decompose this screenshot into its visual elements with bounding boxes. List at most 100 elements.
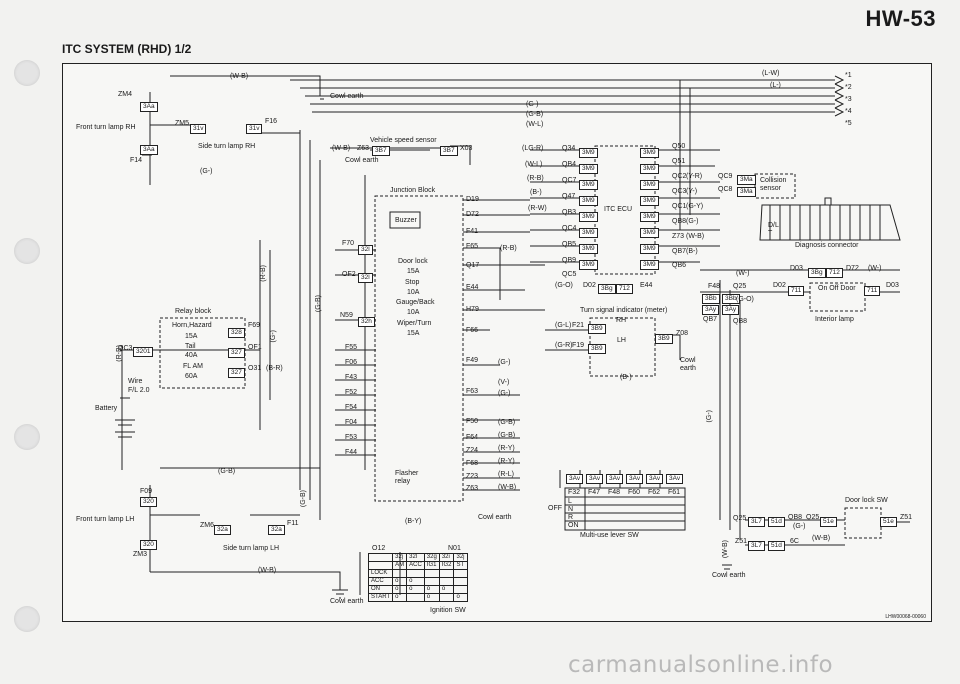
ign-pin: 32j: [453, 553, 468, 562]
connector-label: ZM3: [133, 551, 147, 558]
connector-label: D03: [886, 282, 899, 289]
connector-label: QB7: [703, 316, 718, 323]
connector-label: F54: [345, 404, 358, 411]
lever-position: ON: [568, 522, 579, 529]
wire-color: (B-Y): [405, 518, 422, 525]
fuse-rating: 15A: [407, 330, 420, 337]
reference-code: LHW00068-00060: [885, 614, 926, 620]
connector-label: OF2: [342, 271, 356, 278]
pin-box: 320: [140, 497, 157, 507]
wire-color: (R-Y): [498, 445, 515, 452]
wire-color: (W-B): [258, 567, 277, 574]
fuse-wiper-turn: Wiper/Turn: [397, 320, 432, 327]
wire-color: (G-): [706, 410, 713, 423]
lever-pin: F62: [648, 489, 661, 496]
page-number: HW-53: [865, 6, 936, 31]
wire-color: (W-B): [332, 145, 351, 152]
continuation-marker: *5: [845, 120, 852, 127]
lever-pin: F61: [668, 489, 681, 496]
ign-pin: 32i: [438, 553, 455, 562]
pin-box: 3M9: [640, 180, 659, 190]
connector-label: QC3: [118, 345, 133, 352]
cowl-earth-label: Cowl earth: [712, 572, 746, 579]
connector-label: F19: [572, 342, 585, 349]
wire-color: (G-B): [218, 468, 236, 475]
wire-color: (B-): [620, 374, 632, 381]
pin-box: 3M9: [640, 260, 659, 270]
connector-label: F52: [345, 389, 358, 396]
side-turn-lamp-rh: Side turn lamp RH: [198, 143, 256, 150]
continuation-marker: *2: [845, 84, 852, 91]
connector-label: N59: [340, 312, 353, 319]
wire-color: (R-B): [260, 265, 267, 282]
wire-color: (G-B): [315, 295, 322, 313]
connector-label: D72: [466, 211, 479, 218]
wire-color: (G-O): [736, 296, 754, 303]
pin-box: 3B9: [588, 344, 606, 354]
fuse-gauge-back: Gauge/Back: [396, 299, 435, 306]
pin-box: 3Bg: [598, 284, 616, 294]
pin-box: 3M9: [579, 260, 598, 270]
battery: Battery: [95, 405, 118, 412]
watermark: carmanualsonline.info: [568, 652, 834, 678]
lever-pin: F60: [628, 489, 641, 496]
connector-label: F48: [708, 283, 721, 290]
wire-color: (G-): [270, 330, 277, 343]
pin-box: 3M9: [579, 164, 598, 174]
connector-label: F53: [345, 434, 358, 441]
multi-use-lever-sw: Multi-use lever SW: [580, 532, 639, 539]
connector-label: D03: [790, 265, 803, 272]
connector-label: Q25: [806, 514, 820, 521]
binder-hole: [14, 424, 40, 450]
pin-box: 712: [826, 268, 843, 278]
wire-color: (W-B): [230, 73, 249, 80]
pin-box: 3Aa: [140, 102, 158, 112]
continuation-marker: *3: [845, 96, 852, 103]
ignition-sw-table: 32j 32l 32g 32i 32j AM ACC IG1 IG2 ST LO…: [367, 553, 468, 602]
wire-color: (G-R): [555, 342, 573, 349]
wire-color: (R-L): [498, 471, 514, 478]
connector-label: F44: [345, 449, 358, 456]
indicator-rh: RH: [616, 317, 627, 324]
pin-box: 32a: [268, 525, 285, 535]
pin-box: 3M9: [640, 164, 659, 174]
binder-hole: [14, 606, 40, 632]
connector-label: F43: [345, 374, 358, 381]
wire-color: (W-): [736, 270, 750, 277]
ign-header: AM: [392, 561, 408, 570]
connector-label: Q25: [733, 283, 747, 290]
connector-label: F65: [466, 243, 479, 250]
lever-pin: F32: [568, 489, 581, 496]
wire-color: (G-B): [526, 111, 544, 118]
wire-color: (G-): [498, 390, 511, 397]
connector-label: F50: [466, 418, 479, 425]
side-turn-lamp-lh: Side turn lamp LH: [223, 545, 280, 552]
connector-label: QB7: [672, 248, 687, 255]
connector-label: H79: [466, 306, 479, 313]
cowl-earth-label: Cowl earth: [680, 357, 696, 372]
continuation-marker: *1: [845, 72, 852, 79]
fuse-rating: 10A: [407, 309, 420, 316]
ign-header: IG1: [423, 561, 440, 570]
connector-label: QC7: [562, 177, 577, 184]
ignition-sw: Ignition SW: [430, 607, 466, 614]
pin-box: 711: [788, 286, 805, 296]
connector-label: F21: [572, 322, 585, 329]
pin-box: 51e: [820, 517, 837, 527]
connector-label: QC4: [562, 225, 577, 232]
wire-color: (B-): [686, 248, 698, 255]
connector-label: F04: [345, 419, 358, 426]
wire-color: (G-): [498, 359, 511, 366]
wire-color: (G-B): [300, 490, 307, 508]
lever-position: OFF: [548, 505, 562, 512]
ign-row: START: [367, 593, 394, 602]
ign-header: [367, 553, 394, 562]
connector-label: OF1: [248, 344, 262, 351]
connector-label: Z23: [466, 473, 479, 480]
connector-label: Z51: [900, 514, 913, 521]
cowl-earth-label: Cowl earth: [330, 598, 364, 605]
wire-color: (W-L): [526, 121, 544, 128]
wire-color: (W-L): [525, 161, 543, 168]
pin-box: 3Bb: [702, 294, 720, 304]
